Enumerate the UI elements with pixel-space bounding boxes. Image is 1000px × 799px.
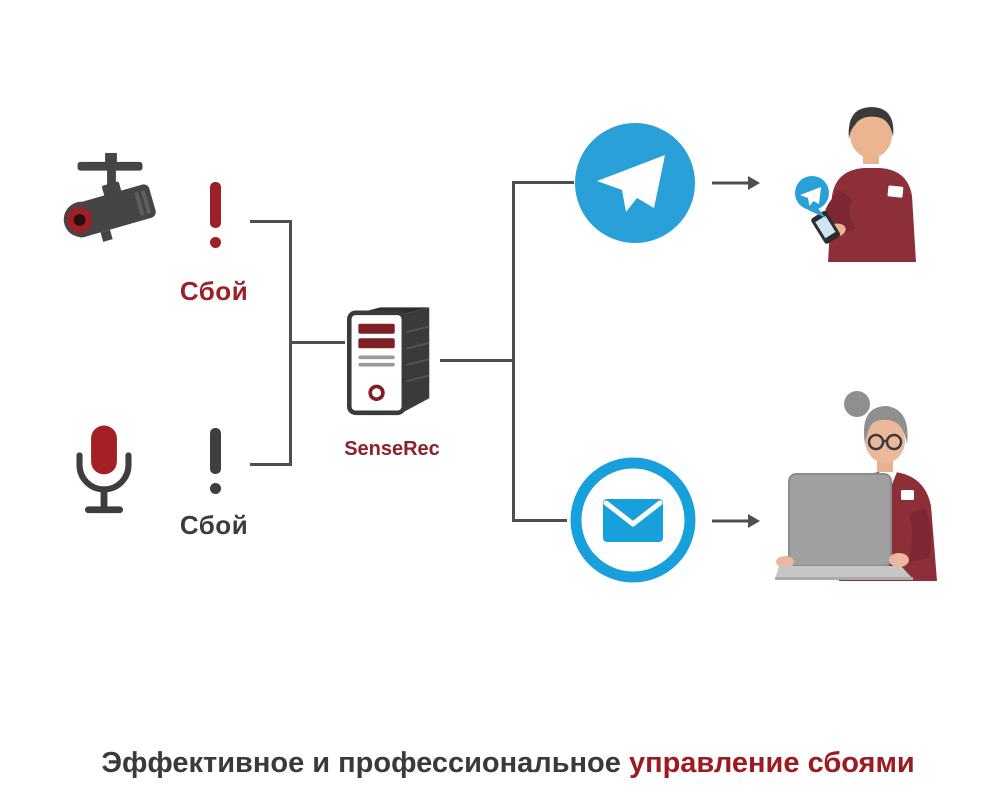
server-svg bbox=[347, 307, 430, 416]
caption-normal-text: Эффективное и профессиональное bbox=[101, 747, 629, 779]
envelope-flap bbox=[603, 500, 663, 527]
caption-highlight-text: управление сбоями bbox=[628, 747, 915, 779]
arrow-right-icon bbox=[712, 512, 760, 530]
mic-capsule bbox=[91, 425, 117, 475]
name-badge bbox=[901, 490, 914, 500]
cctv-camera-svg bbox=[63, 152, 156, 242]
arrow-right-icon bbox=[712, 174, 760, 192]
exclamation-dot bbox=[209, 483, 221, 494]
connector-to-telegram bbox=[512, 181, 574, 184]
exclamation-bar bbox=[209, 428, 221, 474]
operator-with-phone-svg bbox=[795, 107, 916, 262]
server-drive-bar bbox=[358, 338, 395, 349]
hair-bun bbox=[844, 391, 870, 417]
laptop-screen bbox=[788, 473, 892, 567]
server-drive-bar bbox=[358, 323, 395, 334]
exclamation-dot bbox=[209, 237, 221, 248]
telegram-icon bbox=[575, 123, 695, 243]
microphone-icon bbox=[70, 407, 138, 533]
server-label: SenseRec bbox=[344, 438, 440, 460]
smartphone bbox=[811, 211, 841, 244]
caption: Эффективное и профессиональное управлени… bbox=[0, 714, 1000, 780]
name-badge bbox=[887, 185, 904, 198]
camera-alert-exclamation-icon bbox=[202, 182, 228, 248]
connector-mic-to-hub bbox=[250, 463, 292, 466]
telegram-svg bbox=[575, 123, 695, 243]
operator-with-laptop-svg bbox=[775, 391, 937, 581]
hair bbox=[863, 406, 908, 444]
mic-alert-exclamation-icon bbox=[202, 428, 228, 494]
connector-server-to-split bbox=[440, 359, 515, 362]
telegram-bubble-icon bbox=[795, 176, 829, 218]
connector-right-vertical bbox=[512, 181, 515, 522]
connector-hub-to-server bbox=[289, 341, 345, 344]
operator-with-phone-illustration bbox=[788, 98, 933, 262]
cctv-camera-icon bbox=[52, 150, 170, 270]
server-icon bbox=[342, 300, 442, 422]
server-power-led bbox=[368, 384, 385, 401]
hair bbox=[848, 107, 894, 139]
paper-plane-glyph bbox=[597, 155, 665, 212]
email-envelope-icon bbox=[567, 454, 699, 586]
camera-fault-label: Сбой bbox=[179, 276, 249, 306]
laptop-deck bbox=[775, 566, 913, 579]
email-svg bbox=[570, 457, 696, 583]
mic-fault-label: Сбой bbox=[179, 510, 249, 540]
connector-to-email bbox=[512, 519, 567, 522]
microphone-svg bbox=[76, 425, 132, 514]
operator-with-laptop-illustration bbox=[775, 386, 945, 581]
glasses bbox=[867, 433, 903, 451]
connector-camera-to-hub bbox=[250, 220, 292, 223]
exclamation-bar bbox=[209, 182, 221, 228]
